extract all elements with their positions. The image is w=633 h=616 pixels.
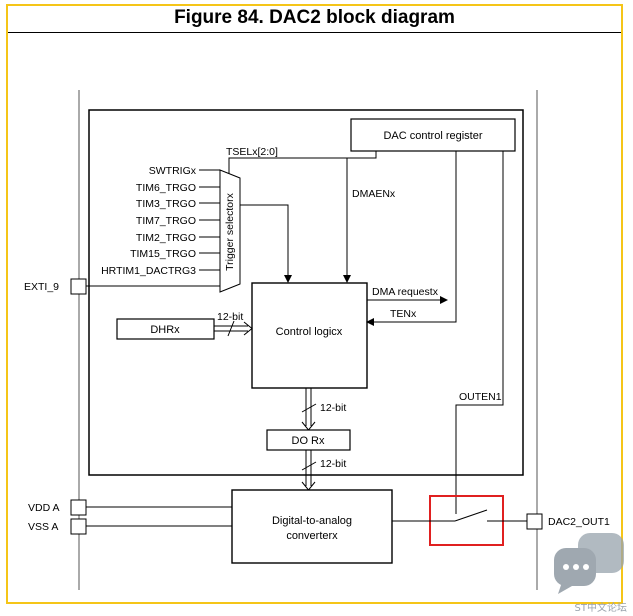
tsel-label: TSELx[2:0] <box>226 146 278 158</box>
dmaen-line <box>343 157 376 283</box>
dac-control-register-box <box>350 118 516 152</box>
dhr-box <box>116 318 215 340</box>
outen-line <box>455 151 504 514</box>
trigger-label: TIM15_TRGO <box>130 248 196 260</box>
dmaen-label: DMAENx <box>352 188 396 200</box>
exti-pin <box>70 278 87 295</box>
dor-box <box>266 429 351 451</box>
dor-label: DO Rx <box>292 435 326 447</box>
dhr-label: DHRx <box>150 324 180 336</box>
dac-converter-label-line1: Digital-to-analog <box>272 515 352 527</box>
dac-out-label: DAC2_OUT1 <box>548 516 610 528</box>
title-divider <box>8 32 621 33</box>
ten-label: TENx <box>390 308 417 320</box>
dhr-bits-label: 12-bit <box>217 311 243 323</box>
output-switch-blade <box>454 509 488 522</box>
trigger-label: SWTRIGx <box>149 165 197 177</box>
tsel-line <box>228 151 377 174</box>
trigger-label: TIM3_TRGO <box>136 198 196 210</box>
dac-bits-label: 12-bit <box>320 458 346 470</box>
watermark-text: ST中文论坛 <box>574 603 627 614</box>
trigger-label: TIM6_TRGO <box>136 182 196 194</box>
vssa-label: VSS A <box>28 521 58 533</box>
vssa-pin <box>70 518 87 535</box>
dac-control-register-label: DAC control register <box>383 130 482 142</box>
dor-bits-label: 12-bit <box>320 402 346 414</box>
vdda-label: VDD A <box>28 502 60 514</box>
control-logic-label: Control logicx <box>276 326 343 338</box>
vdda-pin <box>70 499 87 516</box>
dma-request-label: DMA requestx <box>372 286 439 298</box>
watermark-chat-icon <box>554 533 624 594</box>
figure-title: Figure 84. DAC2 block diagram <box>174 7 455 28</box>
dac-converter-label-line2: converterx <box>286 530 338 542</box>
dac-out-pin <box>526 513 543 530</box>
dac-converter-box <box>231 489 393 564</box>
exti-label: EXTI_9 <box>24 281 59 293</box>
trigger-label: TIM7_TRGO <box>136 215 196 227</box>
trigger-labels: SWTRIGx TIM6_TRGO TIM3_TRGO TIM7_TRGO TI… <box>101 165 197 277</box>
outen-label: OUTEN1 <box>459 391 502 403</box>
dhr-bus <box>214 320 253 337</box>
logic-to-dor-bus <box>301 388 317 431</box>
trigger-label: HRTIM1_DACTRG3 <box>101 265 196 277</box>
ten-line <box>366 151 457 326</box>
trigger-label: TIM2_TRGO <box>136 232 196 244</box>
trigger-inputs <box>199 169 220 271</box>
dor-to-dac-bus <box>301 450 317 491</box>
control-logic-box <box>251 282 368 389</box>
trigger-selector-mux <box>219 169 241 293</box>
trigger-selector-label: Trigger selectorx <box>224 192 236 271</box>
trigger-to-logic <box>240 204 292 283</box>
